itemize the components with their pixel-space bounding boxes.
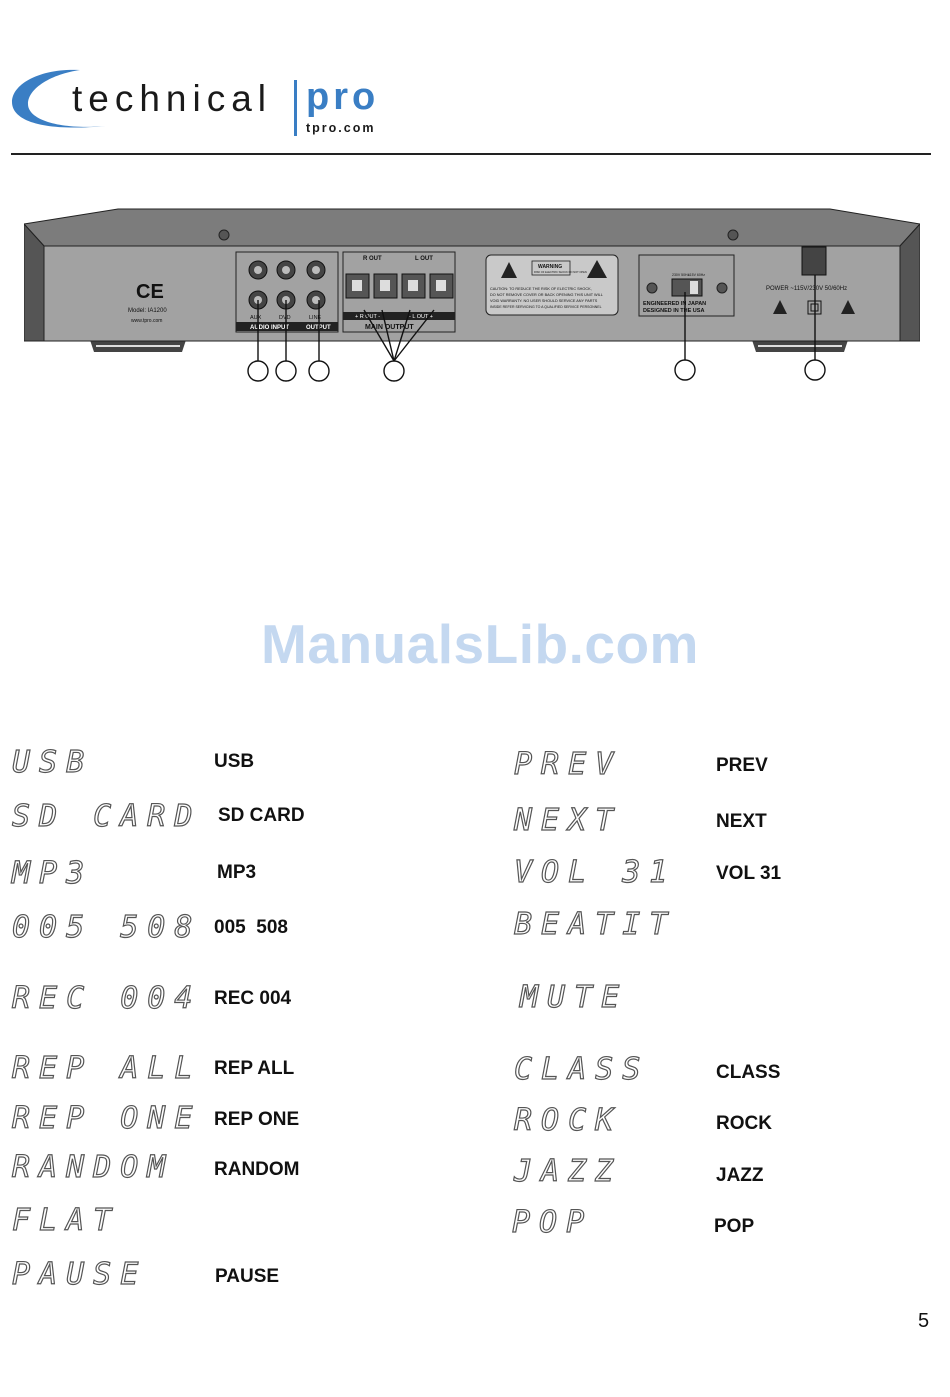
rear-panel-diagram: CE Model: IA1200 www.tpro.com AUX DVD LI… [24, 208, 920, 382]
rear-face [43, 245, 901, 342]
lcd-readout: USB [11, 745, 94, 780]
power-label: POWER ~115V/230V 50/60Hz [766, 286, 847, 292]
lcd-readout: CLASS [513, 1052, 650, 1087]
brand-word: technical [72, 78, 273, 119]
lcd-readout: PREV [513, 747, 623, 782]
r-out-label: R OUT [363, 256, 382, 262]
voltage-230: 230V 50Hz [672, 273, 690, 277]
lcd-readout: MUTE [519, 980, 629, 1015]
l-out-polarity: - L OUT + [409, 314, 433, 320]
chassis-top [24, 208, 920, 247]
brand-divider [294, 80, 297, 136]
model-label: Model: IA1200 [128, 308, 167, 314]
warning-subtitle: RISK OF ELECTRIC SHOCK DO NOT OPEN [534, 270, 587, 274]
lcd-readout: JAZZ [513, 1154, 623, 1189]
jack-line: LINE [309, 315, 322, 321]
engineered-line-1: ENGINEERED IN JAPAN [643, 301, 706, 307]
website-label: www.tpro.com [131, 318, 162, 324]
warning-label [485, 254, 619, 316]
caution-warning-icon [841, 300, 855, 314]
header-divider [11, 153, 931, 155]
display-description: NEXT [716, 811, 767, 832]
logo-swoosh-icon [12, 69, 106, 128]
lcd-readout: REP ONE [11, 1101, 202, 1136]
display-description: VOL 31 [716, 863, 782, 884]
screw-icon [716, 282, 728, 294]
engineered-line-2: DESIGNED IN THE USA [643, 308, 704, 314]
caution-line-4: INSIDE REFER SERVICING TO A QUALIFIED SE… [490, 305, 602, 309]
caution-line-2: DO NOT REMOVE COVER OR BACK OPENING THIS… [490, 293, 603, 297]
display-description: REC 004 [214, 988, 292, 1009]
lcd-readout: 005 508 [11, 910, 202, 945]
lcd-readout: PAUSE [11, 1257, 148, 1292]
screw-icon [727, 229, 739, 241]
ce-mark: CE [136, 281, 164, 303]
display-description: USB [214, 751, 255, 772]
display-description: ROCK [716, 1113, 772, 1134]
voltage-selector-block [638, 254, 735, 317]
screw-icon [218, 229, 230, 241]
voltage-115: 115V 60Hz [688, 273, 705, 277]
speaker-terminals [345, 273, 454, 299]
l-out-label: L OUT [415, 256, 433, 262]
lcd-readout: MP3 [11, 856, 94, 891]
jack-dvd: DVD [279, 315, 291, 321]
lcd-readout: FLAT [11, 1203, 121, 1238]
display-description: REP ALL [214, 1058, 295, 1079]
display-description: PAUSE [215, 1266, 280, 1287]
display-description: MP3 [217, 862, 257, 883]
power-cord [801, 246, 827, 276]
warning-title: WARNING [538, 264, 562, 270]
lcd-readout: RANDOM [11, 1150, 175, 1185]
lcd-readout: REC 004 [11, 981, 202, 1016]
jack-aux: AUX [250, 315, 262, 321]
lcd-readout: BEATIT [513, 907, 677, 942]
display-description: 005 508 [214, 917, 288, 938]
display-description: SD CARD [218, 805, 305, 826]
display-description: CLASS [716, 1062, 781, 1083]
lcd-readout: VOL 31 [513, 855, 677, 890]
display-description: PREV [716, 755, 768, 776]
brand-logo: technical pro tpro.com [10, 66, 410, 146]
screw-icon [646, 282, 658, 294]
callout-circles [247, 359, 826, 382]
lcd-readout: NEXT [513, 803, 623, 838]
lcd-readout: REP ALL [11, 1051, 202, 1086]
shock-warning-icon [773, 300, 787, 314]
watermark: ManualsLib.com [261, 613, 699, 675]
lcd-readout: SD CARD [11, 799, 202, 834]
page-number: 5 [918, 1310, 930, 1332]
display-description: POP [714, 1216, 755, 1237]
callout-lines [257, 275, 816, 362]
display-description: RANDOM [214, 1159, 300, 1180]
lcd-readout: POP [511, 1205, 594, 1240]
lcd-readout: ROCK [513, 1103, 623, 1138]
caution-line-3: VOID WARRANTY. NO USER SHOULD SERVICE AN… [490, 299, 598, 303]
display-description: REP ONE [214, 1109, 300, 1130]
audio-input-label: AUDIO INPUT [250, 325, 289, 331]
brand-pro: pro [306, 76, 380, 118]
main-output-label: MAIN OUTPUT [365, 324, 414, 331]
caution-line-1: CAUTION: TO REDUCE THE RISK OF ELECTRIC … [490, 287, 592, 291]
brand-url: tpro.com [306, 121, 376, 135]
display-description: JAZZ [716, 1165, 764, 1186]
